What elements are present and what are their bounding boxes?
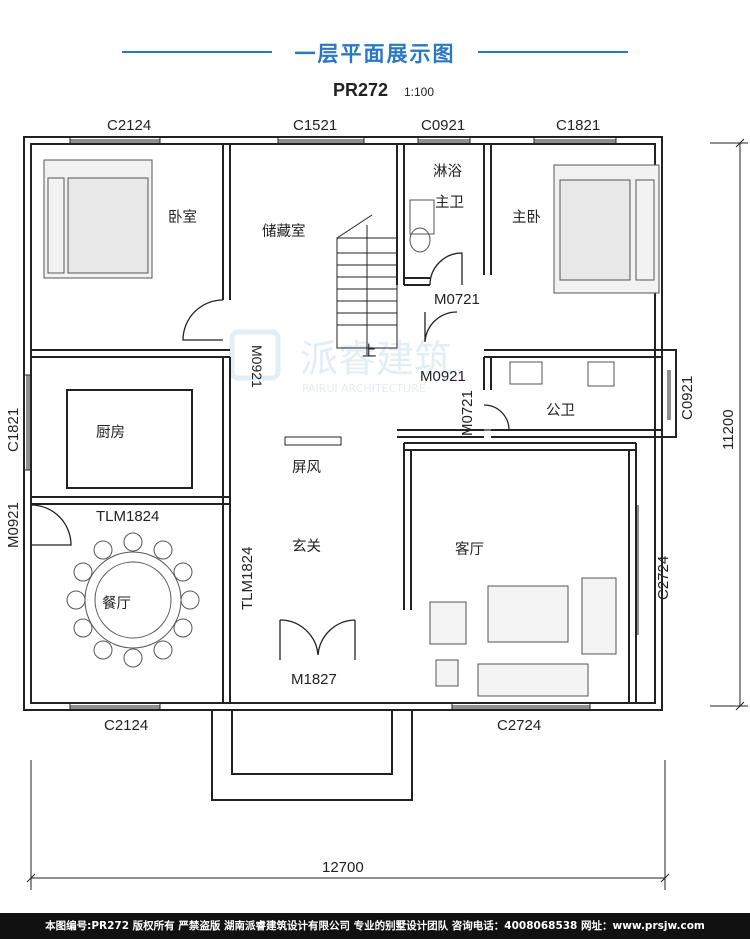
- dimension-lines: [26, 138, 748, 890]
- win-bottom-living: C2724: [497, 717, 541, 734]
- win-top-master: C1821: [556, 117, 600, 134]
- door-dining-slide: TLM1824: [239, 547, 256, 610]
- label-stair-up: 上: [362, 343, 377, 360]
- win-right-public-bath: C0921: [679, 376, 696, 420]
- door-master-bath: M0721: [434, 291, 480, 308]
- win-top-storage: C1521: [293, 117, 337, 134]
- door-public-bath: M0721: [459, 390, 476, 436]
- watermark-brand: 派睿建筑: [300, 337, 452, 381]
- win-left-kitchen: C1821: [5, 408, 22, 452]
- door-entrance: M1827: [291, 671, 337, 688]
- label-foyer: 玄关: [292, 538, 321, 555]
- door-labels: M0921 M0721 M0921 M0721 M0921 TLM1824 TL…: [5, 291, 480, 688]
- win-top-bedroom: C2124: [107, 117, 151, 134]
- screen-partition: [284, 436, 342, 446]
- plan-code: PR272: [333, 80, 389, 100]
- title-rule-right: [478, 51, 628, 53]
- label-dining-room: 餐厅: [102, 595, 131, 612]
- sofa-set: [429, 577, 617, 697]
- door-swings: [30, 252, 510, 660]
- label-shower: 淋浴: [433, 163, 462, 180]
- label-bedroom: 卧室: [168, 209, 197, 226]
- win-bottom-dining: C2124: [104, 717, 148, 734]
- label-master-bath: 主卫: [435, 194, 464, 211]
- room-labels: 卧室 储藏室 淋浴 主卫 主卧 厨房 公卫 屏风 玄关 客厅 餐厅 上: [96, 163, 575, 612]
- door-storage: M0921: [249, 345, 265, 388]
- win-right-living: C2724: [655, 556, 672, 600]
- dining-table: [66, 532, 200, 668]
- label-master-bedroom: 主卧: [512, 209, 541, 226]
- plan-scale: 1:100: [404, 85, 435, 99]
- label-living-room: 客厅: [455, 541, 484, 558]
- page-title: 一层平面展示图: [294, 42, 456, 66]
- dining-chairs: [66, 532, 200, 668]
- win-top-bath: C0921: [421, 117, 465, 134]
- dim-depth: 11200: [720, 409, 737, 450]
- label-screen: 屏风: [292, 459, 321, 476]
- door-hall: M0921: [420, 368, 466, 385]
- watermark-sub: PAIRUI ARCHITECTURE: [302, 382, 426, 395]
- door-dining-side: M0921: [5, 502, 22, 548]
- window-marks: [24, 137, 671, 710]
- window-labels: C2124 C1521 C0921 C1821 C1821 C0921 C272…: [5, 117, 696, 734]
- watermark: 派睿建筑 PAIRUI ARCHITECTURE: [229, 329, 452, 395]
- label-kitchen: 厨房: [96, 424, 125, 441]
- footer-copyright: 本图编号:PR272 版权所有 严禁盗版 湖南派睿建筑设计有限公司 专业的别墅设…: [0, 913, 750, 939]
- dim-width: 12700: [322, 859, 364, 876]
- title-rule-left: [122, 51, 272, 53]
- label-public-bath: 公卫: [546, 403, 575, 419]
- label-storage: 储藏室: [262, 223, 306, 240]
- staircase: [336, 214, 398, 355]
- walls: [23, 136, 677, 801]
- bed-furniture: [43, 159, 660, 294]
- bath-fixtures: [409, 199, 615, 387]
- door-kitchen-slide: TLM1824: [96, 508, 159, 525]
